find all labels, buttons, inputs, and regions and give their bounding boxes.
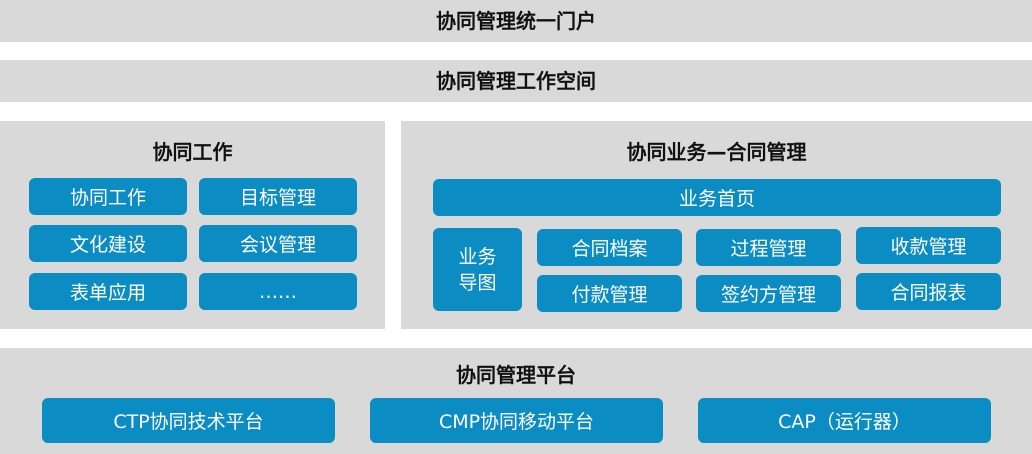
collab-work-item-meeting-mgmt[interactable]: 会议管理 <box>199 225 357 262</box>
business-map-line2: 导图 <box>458 271 497 294</box>
collab-work-item-goal-mgmt[interactable]: 目标管理 <box>199 178 357 215</box>
platform-title: 协同管理平台 <box>456 363 576 387</box>
workspace-band: 协同管理工作空间 <box>0 60 1032 102</box>
collab-work-panel: 协同工作 协同工作 目标管理 文化建设 会议管理 表单应用 …… <box>0 121 385 329</box>
portal-band: 协同管理统一门户 <box>0 0 1032 42</box>
platform-cap-button[interactable]: CAP（运行器） <box>698 398 991 443</box>
contract-home-button[interactable]: 业务首页 <box>433 179 1001 216</box>
contract-business-map-button[interactable]: 业务 导图 <box>433 228 522 311</box>
contract-archive-button[interactable]: 合同档案 <box>537 229 682 266</box>
collab-work-item-collab[interactable]: 协同工作 <box>29 178 187 215</box>
contract-report-button[interactable]: 合同报表 <box>856 273 1001 310</box>
collab-work-item-more[interactable]: …… <box>199 273 357 310</box>
platform-band: 协同管理平台 CTP协同技术平台 CMP协同移动平台 CAP（运行器） <box>0 348 1032 454</box>
platform-ctp-button[interactable]: CTP协同技术平台 <box>42 398 335 443</box>
contract-payment-mgmt-button[interactable]: 付款管理 <box>537 275 682 312</box>
business-map-line1: 业务 <box>458 245 497 268</box>
contract-receipt-mgmt-button[interactable]: 收款管理 <box>856 227 1001 264</box>
contract-signer-mgmt-button[interactable]: 签约方管理 <box>696 275 841 312</box>
collab-work-title: 协同工作 <box>152 140 233 164</box>
contract-process-mgmt-button[interactable]: 过程管理 <box>696 229 841 266</box>
contract-title: 协同业务—合同管理 <box>626 140 807 164</box>
portal-title: 协同管理统一门户 <box>436 9 596 33</box>
platform-cmp-button[interactable]: CMP协同移动平台 <box>370 398 663 443</box>
collab-work-item-culture[interactable]: 文化建设 <box>29 225 187 262</box>
collab-work-item-form-app[interactable]: 表单应用 <box>29 273 187 310</box>
contract-panel: 协同业务—合同管理 业务首页 业务 导图 合同档案 过程管理 收款管理 付款管理… <box>401 121 1032 329</box>
workspace-title: 协同管理工作空间 <box>436 69 596 93</box>
